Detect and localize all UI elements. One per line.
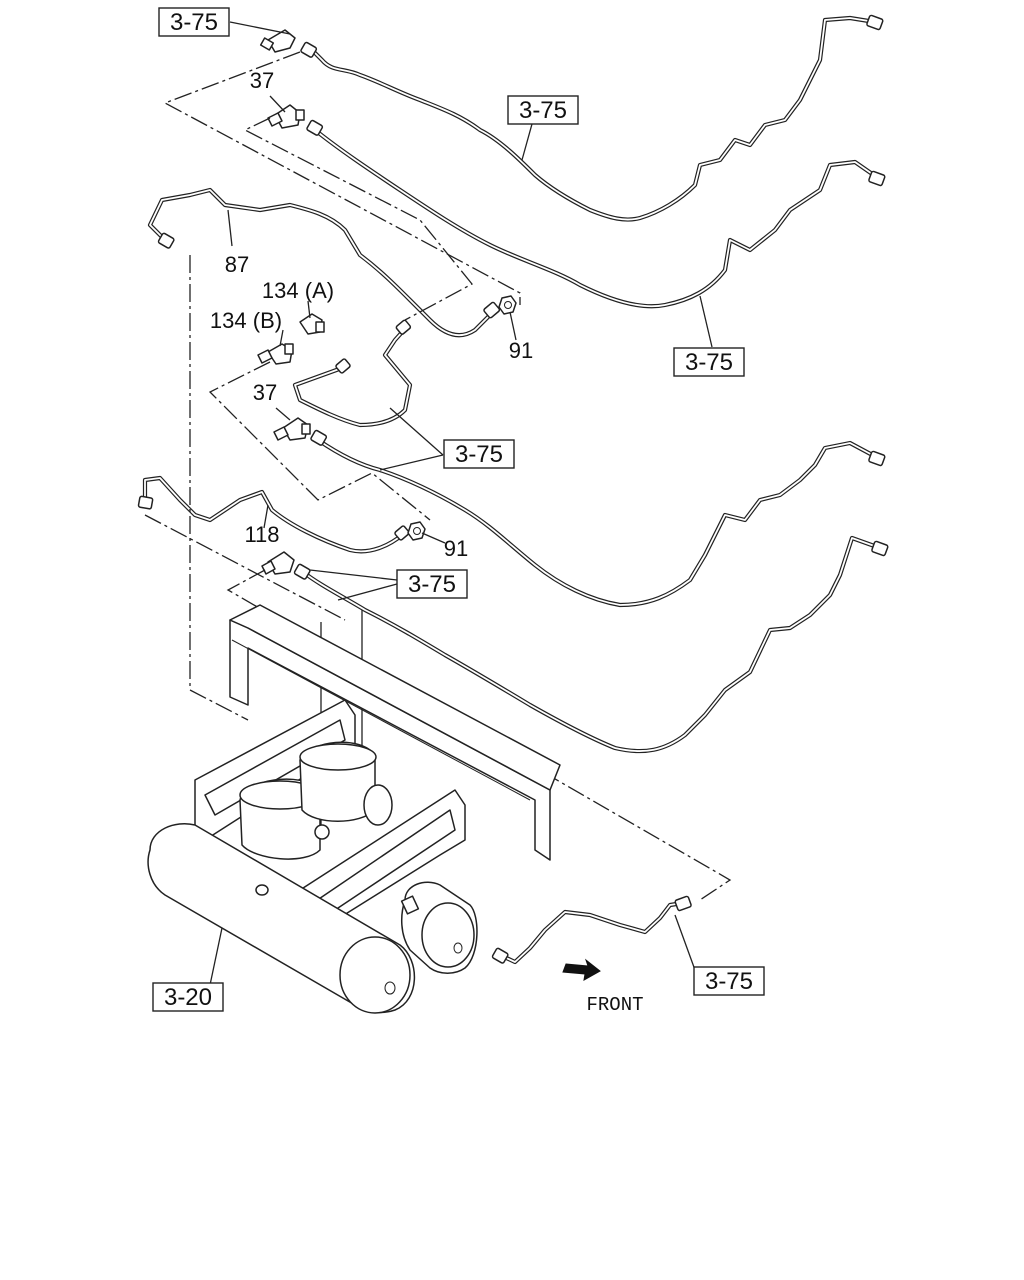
part-label-37-lower: 37 [253,380,277,405]
valve-units [239,741,393,860]
front-arrow-icon [562,958,601,981]
union-91-lower [407,521,426,541]
brake-pipe-87 [147,187,493,338]
brake-pipe-4 [300,535,883,754]
connector-37-upper [267,104,305,129]
svg-text:3-75: 3-75 [519,97,567,124]
ref-box-tank: 3-20 [152,982,224,1012]
svg-text:3-75: 3-75 [170,9,218,36]
connector-134b [257,343,294,365]
svg-text:3-20: 3-20 [164,984,212,1011]
part-label-134a: 134 (A) [262,278,334,303]
svg-text:3-75: 3-75 [408,571,456,598]
connector-top [259,29,296,53]
pipe-fittings [137,14,889,964]
brake-pipe-1 [309,15,878,222]
union-91-upper [498,295,517,315]
ref-box-top-mid: 3-75 [507,95,579,125]
connector-lower [261,551,295,575]
part-label-91-upper: 91 [509,338,533,363]
part-label-87: 87 [225,252,249,277]
ref-box-top-left: 3-75 [158,7,230,37]
front-label: FRONT [586,994,643,1016]
ref-box-bottom-right: 3-75 [693,966,765,996]
brake-pipe-short [292,327,413,428]
connector-37-lower [273,417,311,441]
svg-text:3-75: 3-75 [685,349,733,376]
tank-bracket [194,699,466,936]
svg-text:3-75: 3-75 [455,441,503,468]
brake-pipe-2 [312,127,881,309]
ref-box-mid-right: 3-75 [673,347,745,377]
brake-pipe-front [497,900,686,965]
air-tank-large [147,823,416,1014]
brake-pipe-118 [142,475,405,554]
connector-134a [299,313,325,335]
part-label-91-lower: 91 [444,536,468,561]
ref-box-center: 3-75 [443,439,515,469]
part-label-118: 118 [244,522,279,547]
svg-text:3-75: 3-75 [705,968,753,995]
part-label-37-upper: 37 [250,68,274,93]
ref-box-lower-center: 3-75 [396,569,468,599]
air-tank-small [400,881,478,974]
part-label-134b: 134 (B) [210,308,282,333]
frame-rail [229,604,561,861]
